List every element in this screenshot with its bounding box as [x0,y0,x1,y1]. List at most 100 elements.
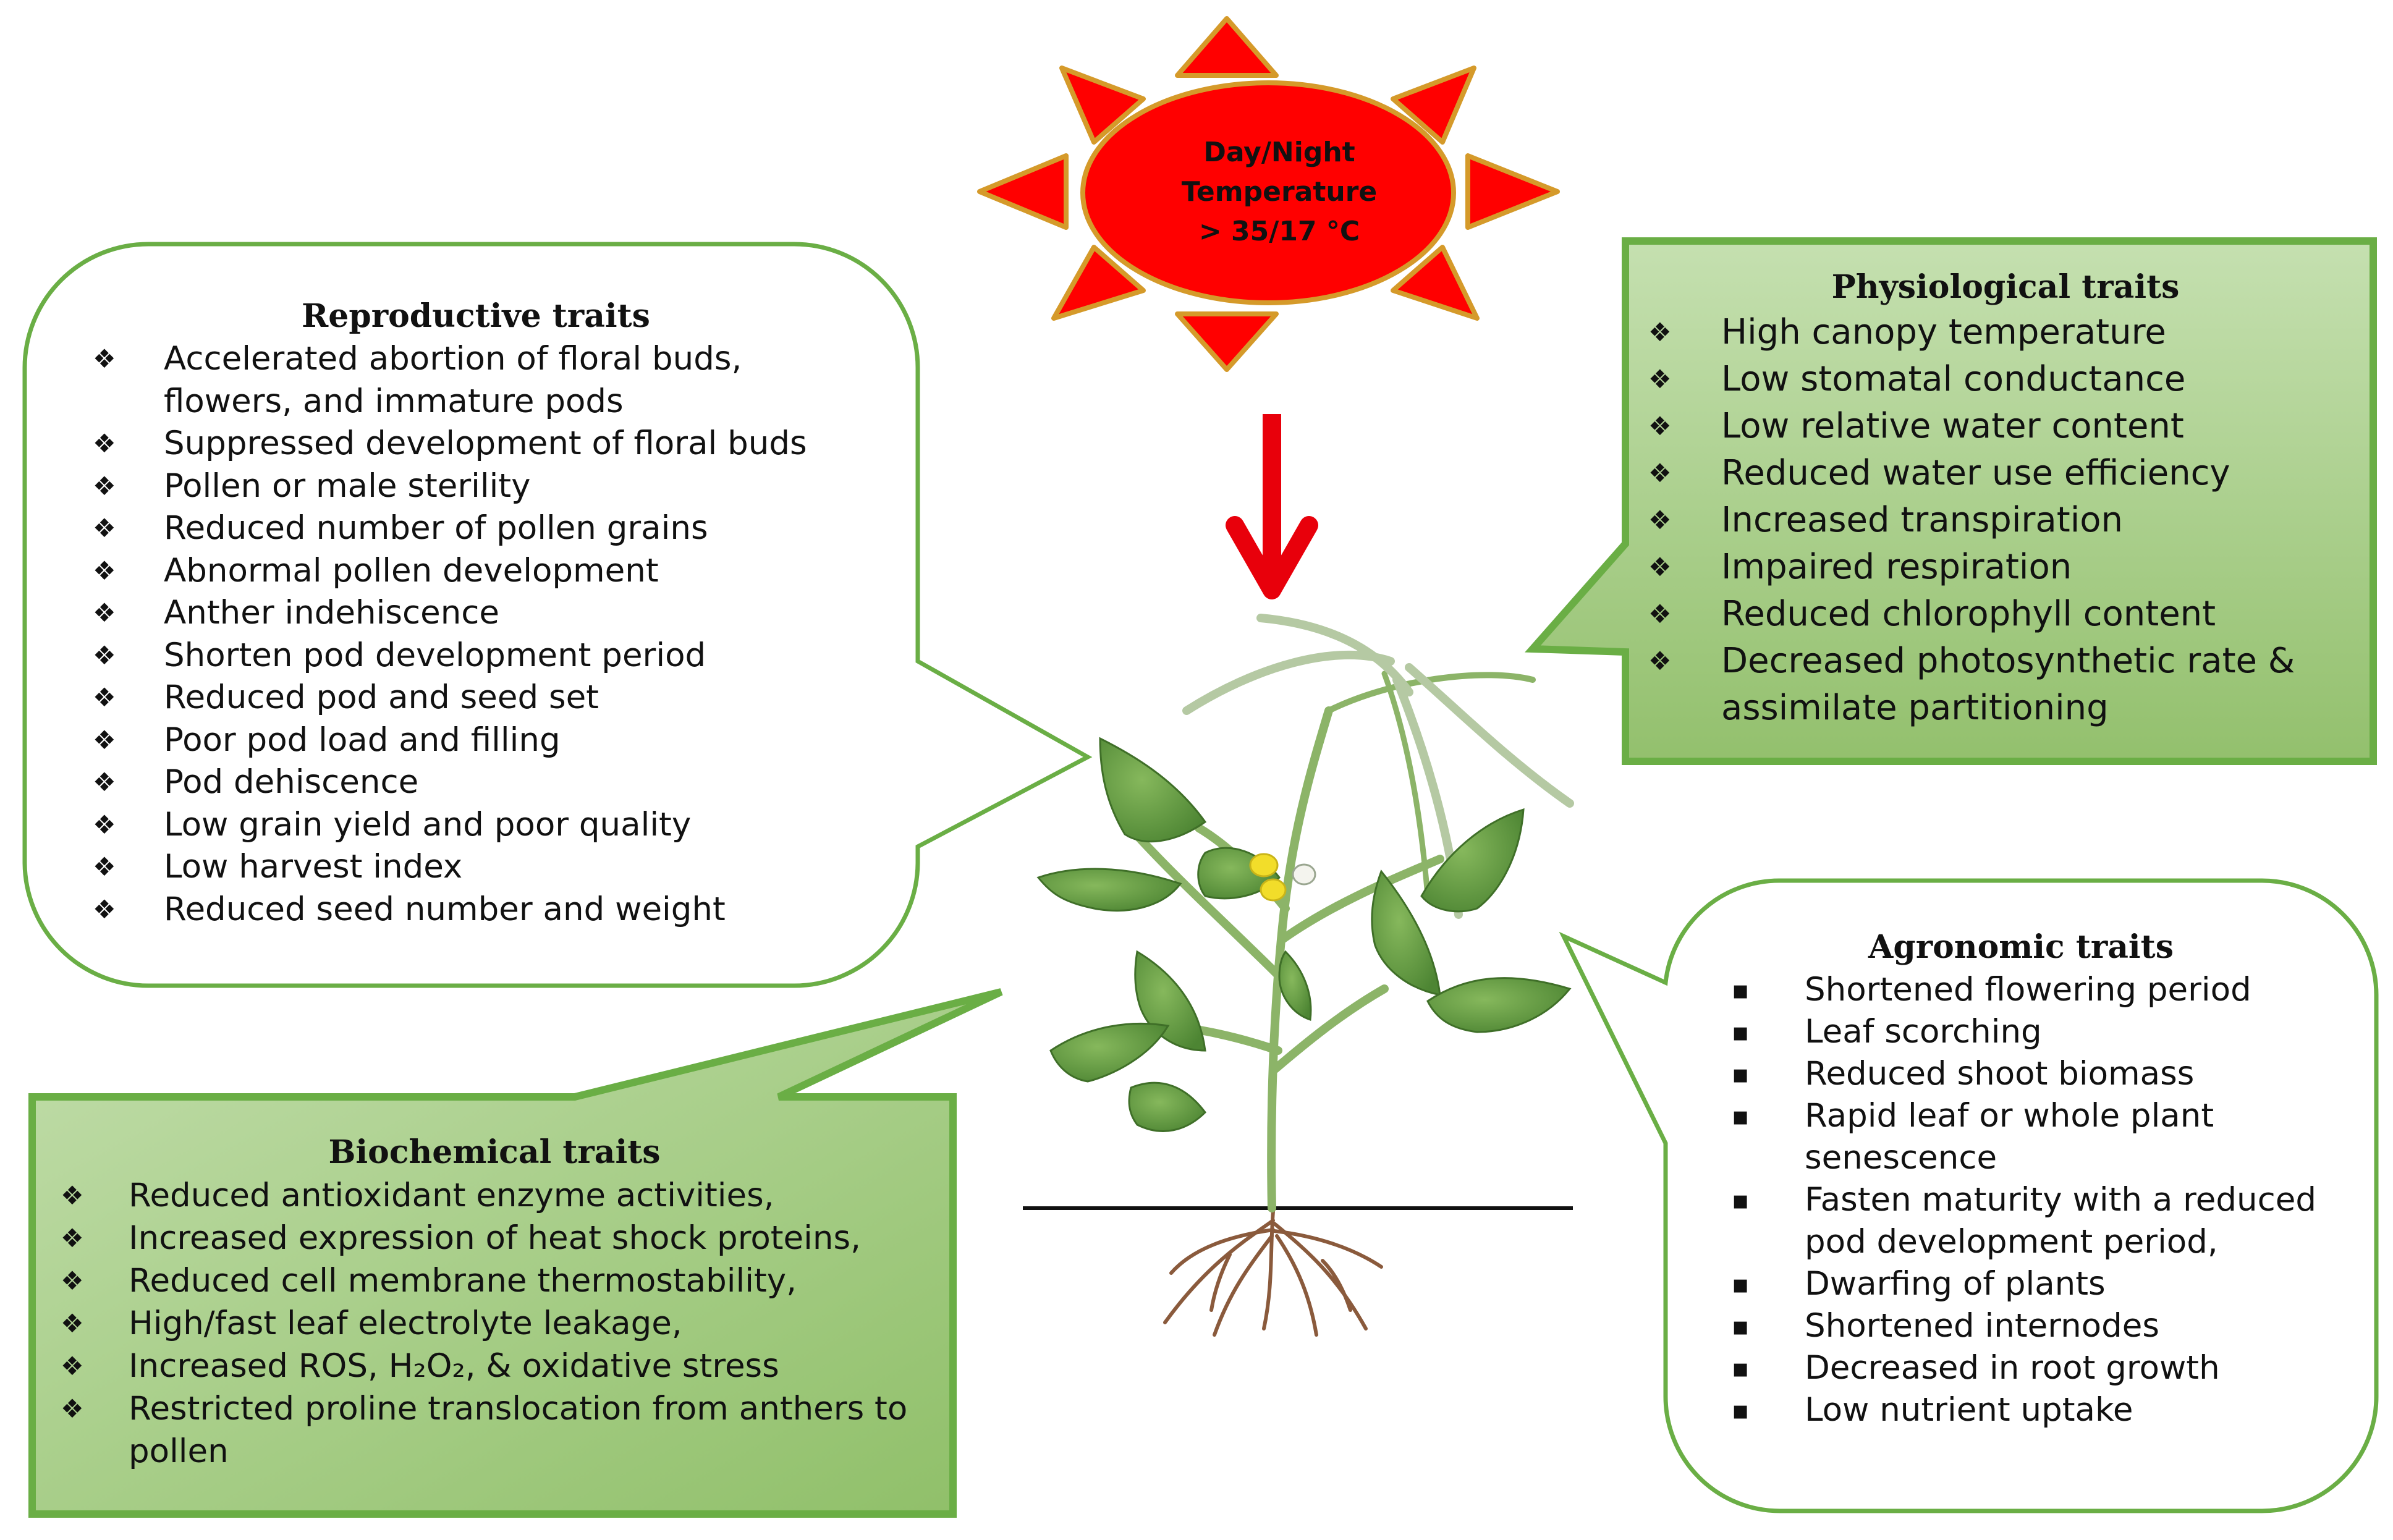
reproductive-bullet-icon: ❖ [93,598,116,628]
reproductive-callout-shape [22,242,1093,988]
agronomic-bullet-icon: ▪ [1732,1353,1750,1383]
reproductive-bullet-icon: ❖ [93,428,116,459]
reproductive-trait-text: Low harvest index [164,848,463,886]
agronomic-bullet-icon: ▪ [1732,1395,1750,1425]
reproductive-bullet-icon: ❖ [93,640,116,671]
physiological-bullet-icon: ❖ [1648,505,1672,535]
plant-flowers [1249,853,1316,902]
physiological-traits-list: ❖High canopy temperature❖Low stomatal co… [1647,309,2364,732]
agronomic-trait-text: Reduced shoot biomass [1805,1055,2195,1093]
agronomic-trait-text: Shortened internodes [1805,1307,2159,1345]
agronomic-trait-item: ▪ Dwarfing of plants [1724,1263,2367,1305]
biochemical-trait-text: Increased expression of heat shock prote… [129,1219,861,1257]
biochemical-traits-panel: Biochemical traits ❖Reduced antioxidant … [56,1131,946,1473]
reproductive-trait-text: Abnormal pollen development [164,551,659,590]
biochemical-callout-shape [28,988,1003,1518]
agronomic-trait-text: senescence [1805,1139,1997,1177]
biochemical-trait-item: pollen [56,1430,946,1473]
physiological-trait-text: Reduced water use efficiency [1721,453,2230,493]
agronomic-bullet-icon: ▪ [1732,1101,1750,1131]
agronomic-trait-text: Low nutrient uptake [1805,1391,2133,1429]
biochemical-traits-title: Biochemical traits [328,1133,661,1171]
reproductive-trait-item: ❖Pollen or male sterility [87,465,908,508]
reproductive-trait-text: Low grain yield and poor quality [164,805,692,844]
agronomic-traits-list: ▪Shortened flowering period ▪ Leaf scorchi… [1724,969,2367,1431]
agronomic-trait-item: ▪ Leaf scorching [1724,1011,2367,1053]
reproductive-trait-text: Reduced pod and seed set [164,679,599,716]
reproductive-trait-item: ❖Accelerated abortion of floral buds, [87,338,908,381]
reproductive-trait-item: ❖Reduced seed number and weight [87,889,908,931]
physiological-bullet-icon: ❖ [1648,599,1672,629]
agronomic-trait-text: Rapid leaf or whole plant [1805,1097,2214,1135]
heat-arrow-icon [1226,414,1318,599]
physiological-trait-item: ❖ Reduced chlorophyll content [1647,591,2364,638]
reproductive-trait-item: flowers, and immature pods [87,381,908,423]
physiological-bullet-icon: ❖ [1648,411,1672,441]
biochemical-trait-text: High/fast leaf electrolyte leakage, [129,1305,682,1342]
agronomic-trait-text: Leaf scorching [1805,1013,2042,1051]
sun-ray-top [1175,16,1279,78]
reproductive-trait-item: ❖ Reduced pod and seed set [87,677,908,719]
biochemical-bullet-icon: ❖ [61,1266,84,1296]
agronomic-trait-text: Dwarfing of plants [1805,1265,2106,1303]
physiological-bullet-icon: ❖ [1648,552,1672,582]
sun-ray-bottom [1175,311,1279,372]
reproductive-trait-item: ❖ Shorten pod development period [87,635,908,677]
physiological-bullet-icon: ❖ [1648,458,1672,488]
biochemical-trait-text: Restricted proline translocation from an… [129,1390,908,1428]
agronomic-bullet-icon: ▪ [1732,1185,1750,1215]
biochemical-traits-list: ❖Reduced antioxidant enzyme activities,❖… [56,1174,946,1473]
agronomic-traits-title: Agronomic traits [1868,928,2174,966]
biochemical-trait-item: ❖Reduced cell membrane thermostability, [56,1259,946,1302]
agronomic-callout-shape [1559,878,2379,1513]
physiological-trait-item: ❖ Increased transpiration [1647,497,2364,544]
reproductive-trait-item: ❖Pod dehiscence [87,761,908,804]
physiological-trait-text: Reduced chlorophyll content [1721,594,2216,634]
reproductive-trait-text: Reduced number of pollen grains [164,509,708,547]
sun-icon [977,16,1560,372]
physiological-trait-text: Impaired respiration [1721,547,2072,587]
agronomic-bullet-icon: ▪ [1732,1059,1750,1089]
temperature-label-line-3: > 35/17 °C [1198,216,1360,247]
biochemical-trait-item: ❖Increased ROS, H₂O₂, & oxidative stress [56,1345,946,1387]
physiological-trait-text: Decreased photosynthetic rate & [1721,641,2295,681]
agronomic-trait-text: Decreased in root growth [1805,1349,2220,1387]
biochemical-bullet-icon: ❖ [61,1351,84,1381]
biochemical-bullet-icon: ❖ [61,1223,84,1253]
agronomic-trait-item: ▪ Decreased in root growth [1724,1347,2367,1389]
sun-ray-top-right [1391,66,1476,145]
agronomic-bullet-icon: ▪ [1732,1269,1750,1299]
reproductive-bullet-icon: ❖ [93,513,116,543]
physiological-traits-title: Physiological traits [1831,268,2180,306]
physiological-trait-text: Low relative water content [1721,406,2184,446]
physiological-trait-item: ❖Low stomatal conductance [1647,356,2364,403]
biochemical-bullet-icon: ❖ [61,1394,84,1424]
biochemical-trait-text: pollen [129,1432,229,1470]
plant-stems [1120,671,1536,1212]
temperature-label: Day/Night Temperature > 35/17 °C [1088,133,1471,252]
reproductive-trait-item: ❖ Low harvest index [87,846,908,889]
reproductive-trait-text: Shorten pod development period [164,636,706,674]
reproductive-trait-text: Pollen or male sterility [164,467,531,505]
agronomic-trait-item: ▪ Low nutrient uptake [1724,1389,2367,1431]
physiological-trait-text: Increased transpiration [1721,500,2124,540]
reproductive-trait-item: ❖Suppressed development of floral buds [87,423,908,465]
reproductive-bullet-icon: ❖ [93,852,116,882]
agronomic-trait-item: senescence [1724,1137,2367,1179]
reproductive-trait-text: Reduced seed number and weight [164,890,726,928]
biochemical-trait-item: ❖ High/fast leaf electrolyte leakage, [56,1302,946,1345]
temperature-label-line-2: Temperature [1181,176,1378,208]
agronomic-trait-item: ▪Shortened flowering period [1724,969,2367,1011]
physiological-trait-item: ❖ Impaired respiration [1647,544,2364,591]
agronomic-bullet-icon: ▪ [1732,1017,1750,1047]
agronomic-trait-item: ▪Shortened internodes [1724,1305,2367,1347]
physiological-bullet-icon: ❖ [1648,364,1672,394]
sun-ray-top-left [1059,66,1146,145]
plant-illustration [1023,614,1574,1337]
biochemical-bullet-icon: ❖ [61,1308,84,1339]
physiological-trait-item: ❖ Reduced water use efficiency [1647,450,2364,497]
reproductive-bullet-icon: ❖ [93,682,116,713]
reproductive-bullet-icon: ❖ [93,809,116,840]
physiological-bullet-icon: ❖ [1648,317,1672,347]
